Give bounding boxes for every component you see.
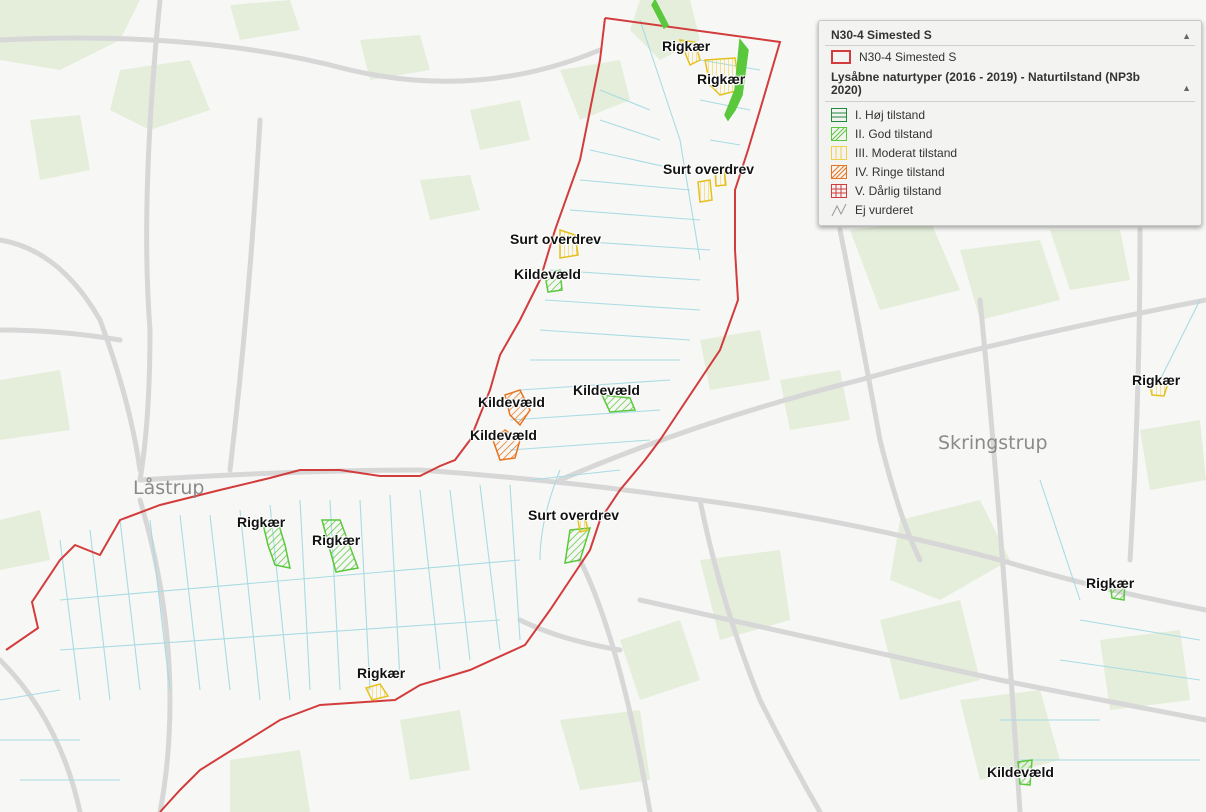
legend-item-label: II. God tilstand <box>855 127 933 141</box>
habitat-label: Rigkær <box>697 71 746 87</box>
legend-item-label: III. Moderat tilstand <box>855 146 958 160</box>
habitat-label: Kildevæld <box>478 394 545 410</box>
legend-group-title[interactable]: Lysåbne naturtyper (2016 - 2019) - Natur… <box>831 70 1140 97</box>
legend-group-title[interactable]: N30-4 Simested S <box>831 28 932 42</box>
legend-item: IV. Ringe tilstand <box>831 165 945 179</box>
legend-item-label: V. Dårlig tilstand <box>855 184 942 198</box>
legend-item: I. Høj tilstand <box>831 108 925 122</box>
boundary-swatch-icon <box>831 50 851 64</box>
n30-4-boundary <box>5 17 782 812</box>
habitat-label: Surt overdrev <box>528 507 620 523</box>
legend-item-label: I. Høj tilstand <box>855 108 926 122</box>
place-skringstrup: Skringstrup <box>938 432 1048 454</box>
legend-item: III. Moderat tilstand <box>831 146 957 160</box>
habitat-label: Rigkær <box>237 514 286 530</box>
legend-item: Ej vurderet <box>831 203 913 217</box>
not-assessed-swatch-icon <box>831 203 847 217</box>
habitat-label: Rigkær <box>662 38 711 54</box>
habitat-label: Kildevæld <box>987 764 1054 780</box>
legend-item: N30-4 Simested S <box>831 50 956 64</box>
habitat-label: Rigkær <box>1086 575 1135 591</box>
habitat-label: Rigkær <box>312 532 361 548</box>
place-lastrup: Låstrup <box>133 477 205 499</box>
habitat-label: Kildevæld <box>573 382 640 398</box>
habitat-label: Rigkær <box>1132 372 1181 388</box>
streams <box>0 19 1201 781</box>
legend-divider <box>825 101 1195 102</box>
collapse-icon[interactable]: ▲ <box>1182 31 1191 41</box>
poor-condition-swatch-icon <box>831 165 847 179</box>
legend-item-label: IV. Ringe tilstand <box>855 165 945 179</box>
habitat-label: Rigkær <box>357 665 406 681</box>
legend-item: II. God tilstand <box>831 127 932 141</box>
legend-item-label: N30-4 Simested S <box>859 50 957 64</box>
legend-item-label: Ej vurderet <box>855 203 914 217</box>
legend-divider <box>825 45 1195 46</box>
good-condition-swatch-icon <box>831 127 847 141</box>
habitat-label: Kildevæld <box>470 427 537 443</box>
bad-condition-swatch-icon <box>831 184 847 198</box>
moderate-condition-swatch-icon <box>831 146 847 160</box>
legend-item: V. Dårlig tilstand <box>831 184 941 198</box>
collapse-icon[interactable]: ▲ <box>1182 83 1191 93</box>
habitat-label: Surt overdrev <box>663 161 755 177</box>
high-condition-swatch-icon <box>831 108 847 122</box>
map-legend[interactable]: N30-4 Simested S ▲ N30-4 Simested S Lyså… <box>818 20 1202 226</box>
habitat-polygons <box>261 0 1170 786</box>
habitat-label: Kildevæld <box>514 266 581 282</box>
habitat-label: Surt overdrev <box>510 231 602 247</box>
